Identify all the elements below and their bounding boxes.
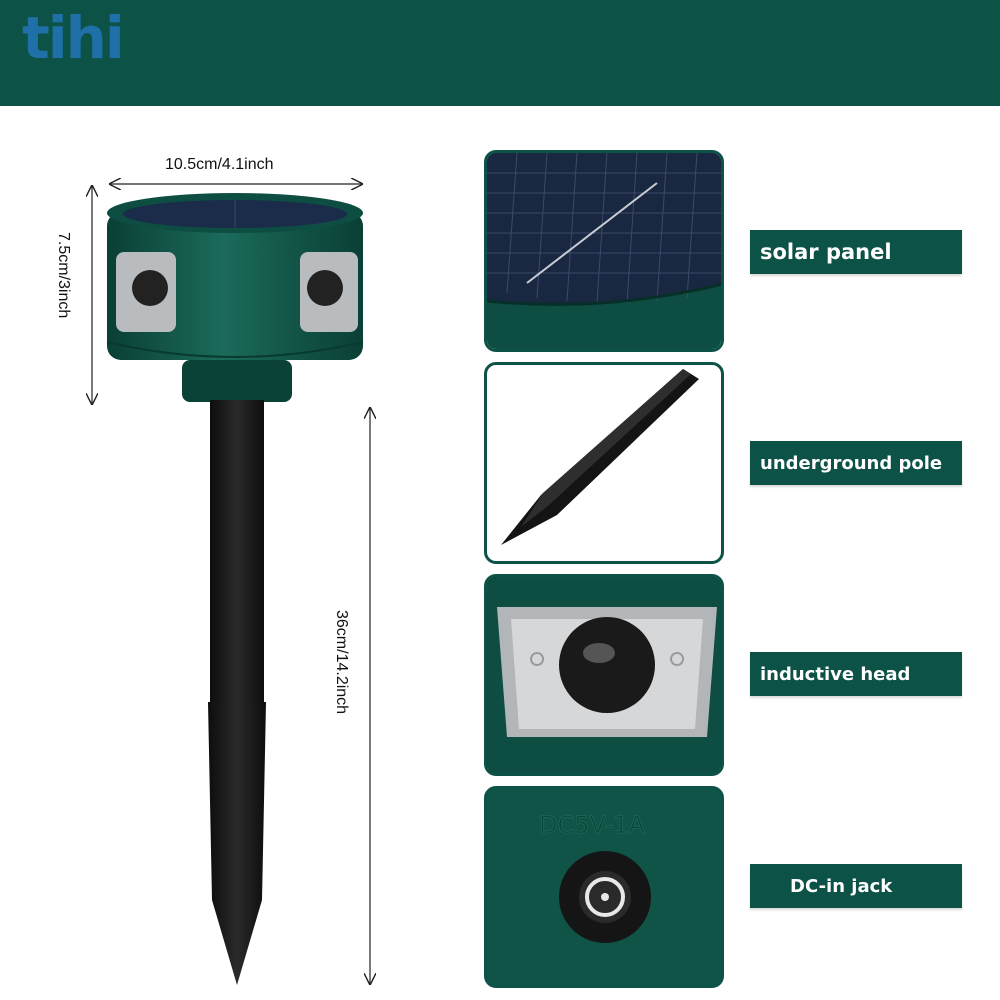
underground-pole-label: underground pole [750, 441, 962, 485]
product-illustration [0, 106, 460, 1000]
upper-pole [210, 400, 264, 702]
lower-pole-spike [208, 702, 266, 985]
device-neck [182, 360, 292, 402]
dc-in-jack-label: DC-in jack [750, 864, 962, 908]
header-bar: tihi [0, 0, 1000, 106]
left-sensor-lens [132, 270, 168, 306]
height-dimension-label: 7.5cm/3inch [55, 232, 72, 319]
underground-pole-photo [484, 362, 724, 564]
dc-in-jack-photo: DC5V-1A [484, 786, 724, 988]
jack-marking: DC5V-1A [539, 811, 645, 839]
solar-panel-photo [484, 150, 724, 352]
width-dimension-label: 10.5cm/4.1inch [165, 156, 274, 173]
inductive-head-label: inductive head [750, 652, 962, 696]
solar-panel-label: solar panel [750, 230, 962, 274]
right-sensor-lens [307, 270, 343, 306]
inductive-head-photo [484, 574, 724, 776]
length-dimension-label: 36cm/14.2inch [333, 610, 350, 715]
brand-logo: tihi [22, 4, 125, 72]
